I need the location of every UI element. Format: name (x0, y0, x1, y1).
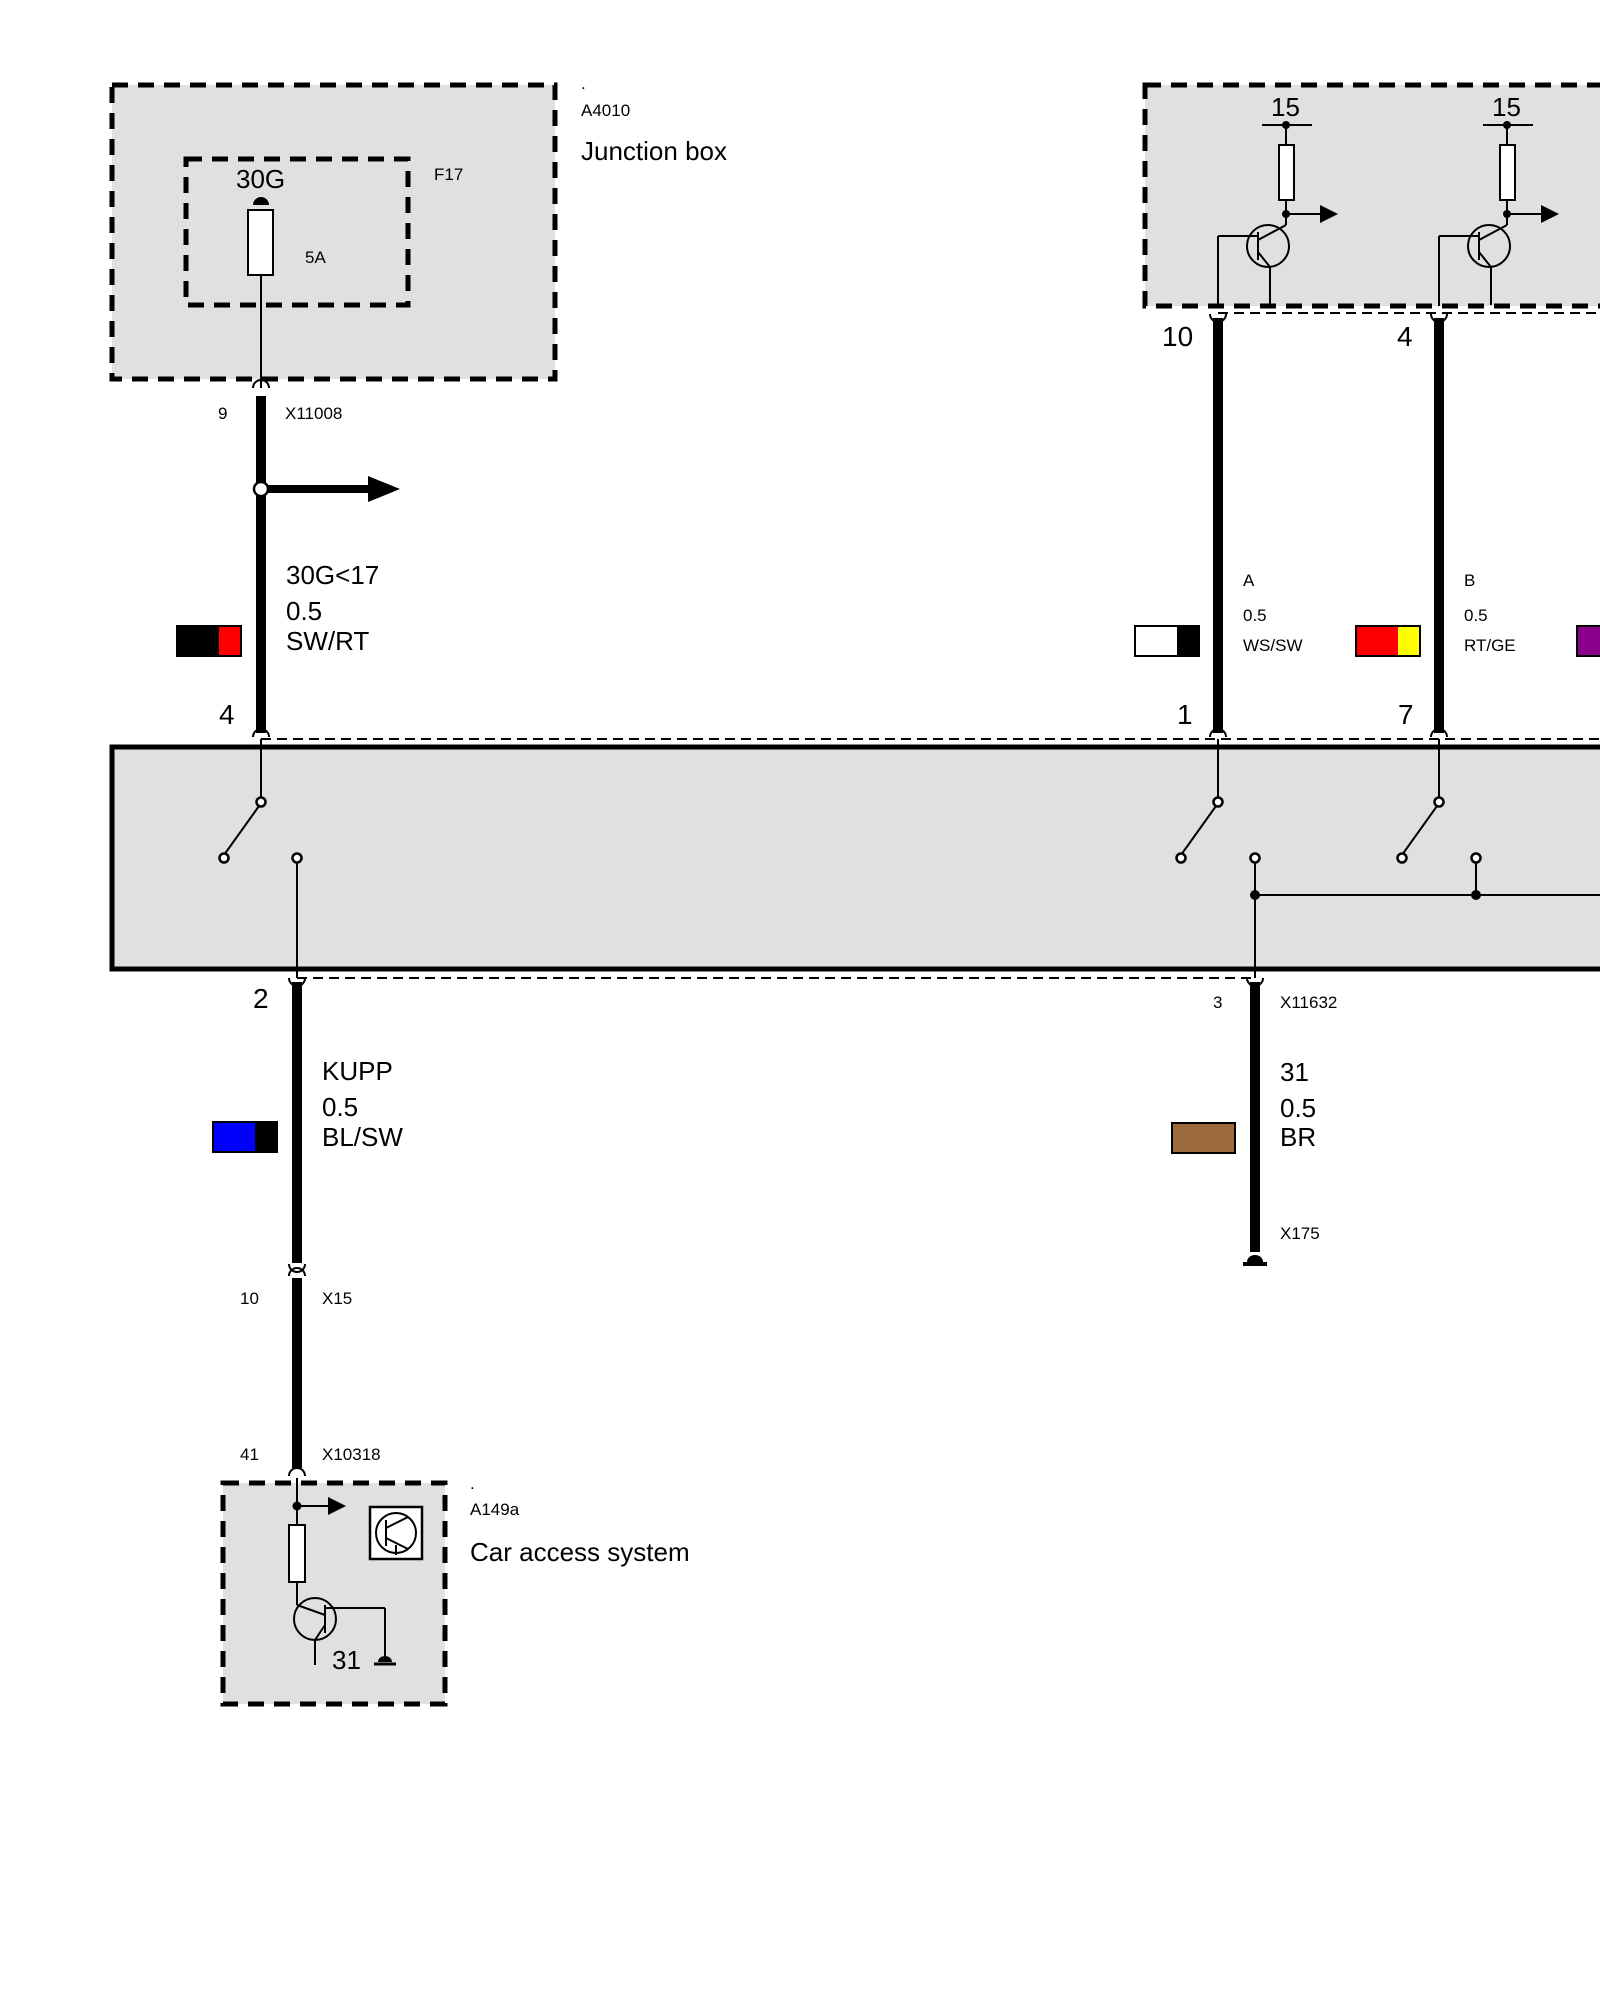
pin-label: 4 (219, 699, 235, 730)
wire-swatch-1 (1135, 626, 1177, 656)
wire-gauge: 0.5 (1243, 606, 1267, 625)
ground-terminal: 31 (332, 1645, 361, 1675)
wire-a: 10 A 0.5 WS/SW (1134, 313, 1303, 733)
car-access-outline (220, 1480, 448, 1707)
wire-signal: 31 (1280, 1057, 1309, 1087)
pin-label: 2 (253, 983, 269, 1014)
control-unit: 4 1 7 (109, 699, 1600, 979)
resistor-icon (1278, 144, 1295, 201)
wire-swatch-2 (255, 1122, 277, 1152)
fuse-holder-outline (183, 156, 411, 308)
ground-icon (1247, 1255, 1263, 1262)
connector-id: X11008 (285, 404, 342, 423)
wire-gauge: 0.5 (286, 596, 322, 626)
wire-gauge: 0.5 (1280, 1093, 1316, 1123)
wire-color: SW/RT (286, 626, 369, 656)
terminal-15-a: 15 (1271, 92, 1300, 122)
wire-swatch-2 (219, 626, 241, 656)
connector-pin: 10 (240, 1289, 259, 1308)
fuse-id: F17 (434, 165, 463, 184)
top-module: 15 15 (1142, 82, 1600, 314)
fuse-terminal-dot (253, 197, 269, 205)
wire-30g: 9 X11008 30G<17 0.5 SW/RT (176, 379, 400, 733)
wire-b-top-pin: 4 (1397, 321, 1413, 352)
control-unit-outline (109, 744, 1600, 972)
wire-a-top-pin: 10 (1162, 321, 1193, 352)
wire-gauge: 0.5 (322, 1092, 358, 1122)
wire-signal: 30G<17 (286, 560, 379, 590)
junction-box-dot: . (581, 74, 586, 93)
wire-swatch-1 (213, 1122, 255, 1152)
wire-color: BL/SW (322, 1122, 403, 1152)
arrow-icon (368, 476, 400, 502)
top-module-outline (1142, 82, 1600, 309)
fuse-rating: 5A (305, 248, 326, 267)
wire-signal: A (1243, 571, 1255, 590)
wire-swatch-1 (177, 626, 219, 656)
pin-label: 1 (1177, 699, 1193, 730)
wire-kupp: 2 KUPP 0.5 BL/SW 10 X15 41 X10318 (212, 977, 403, 1477)
car-access-id: A149a (470, 1500, 520, 1519)
fuse-terminal: 30G (236, 164, 285, 194)
connector-id: X10318 (322, 1445, 381, 1464)
wire-color: WS/SW (1243, 636, 1303, 655)
wire-ground: 3 X11632 31 0.5 BR X175 (1171, 977, 1337, 1266)
junction-box-name: Junction box (581, 136, 727, 166)
wire-color: BR (1280, 1122, 1316, 1152)
transistor-icon (1467, 224, 1511, 268)
wire-c-swatch (1576, 625, 1600, 657)
fuse-icon (247, 209, 274, 276)
junction-box-outline (109, 82, 558, 382)
arrow-icon (328, 1497, 346, 1515)
car-access-name: Car access system (470, 1537, 690, 1567)
wire-signal: KUPP (322, 1056, 393, 1086)
wire-b: 4 B 0.5 RT/GE (1355, 313, 1600, 733)
ground-point: X175 (1280, 1224, 1320, 1243)
wire-swatch-2 (1398, 626, 1420, 656)
resistor-icon (1499, 144, 1516, 201)
wire-signal: B (1464, 571, 1475, 590)
pin-label: 7 (1398, 699, 1414, 730)
wire-swatch-2 (1177, 626, 1199, 656)
connector-pin: 9 (218, 404, 227, 423)
wire-gauge: 0.5 (1464, 606, 1488, 625)
resistor-icon (288, 1524, 306, 1583)
wire-swatch (1171, 1122, 1236, 1154)
car-access-dot: . (470, 1474, 475, 1493)
connector-pin: 41 (240, 1445, 259, 1464)
ground-icon (378, 1656, 392, 1662)
terminal-15-b: 15 (1492, 92, 1521, 122)
wire-swatch-1 (1356, 626, 1398, 656)
car-access-system: . A149a Car access system 31 (220, 1474, 690, 1707)
connector-id: X15 (322, 1289, 352, 1308)
transistor-icon (1246, 224, 1290, 268)
pin-label: 3 (1213, 993, 1222, 1012)
junction-box-id: A4010 (581, 101, 630, 120)
wire-color: RT/GE (1464, 636, 1516, 655)
connector-id: X11632 (1280, 993, 1337, 1012)
junction-box: . A4010 Junction box F17 30G 5A (109, 74, 727, 388)
